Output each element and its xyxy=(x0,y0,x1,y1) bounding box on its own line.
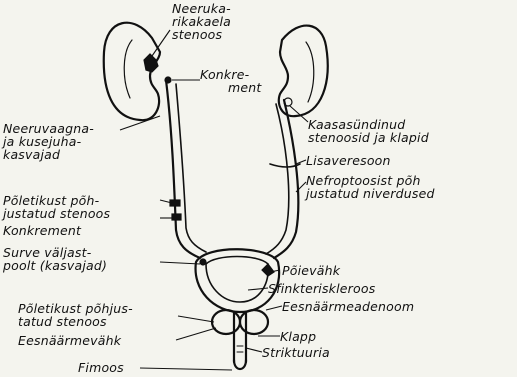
leader-lisaveresoon xyxy=(296,160,306,164)
prostate-right-lobe xyxy=(240,310,268,334)
leader-eesnaarmevahk xyxy=(176,328,216,340)
label-eesnaarmevahk: Eesnäärmevähk xyxy=(18,334,121,347)
right-kidney-inner xyxy=(306,42,314,102)
left-kidney-inner xyxy=(124,40,132,98)
leader-surve xyxy=(160,262,200,264)
leader-eesnaarmeadenoom xyxy=(266,306,282,310)
label-poletikust-stenoos-upper: Põletikust põh- justatud stenoos xyxy=(3,194,110,220)
label-eesnaarmeadenoom: Eesnäärmeadenoom xyxy=(282,300,414,313)
label-nefroptoosist: Nefroptoosist põh justatud niverdused xyxy=(306,174,435,200)
label-konkrement-top: Konkre- ment xyxy=(200,68,262,94)
urethra-lines xyxy=(237,346,243,352)
stenosis-marker-left xyxy=(144,54,158,72)
right-kidney xyxy=(279,26,328,117)
label-surve-valjast: Surve väljast- poolt (kasvajad) xyxy=(3,246,107,272)
prostate-left-lobe xyxy=(212,310,240,334)
leader-fimoos xyxy=(140,368,232,370)
label-konkrement-mid: Konkrement xyxy=(3,224,81,237)
label-klapp: Klapp xyxy=(280,330,316,343)
external-compression-marker xyxy=(200,259,206,265)
leader-sfinkter xyxy=(248,288,268,290)
label-neeruvaagna-kasvajad: Neeruvaagna- ja kusejuha- kasvajad xyxy=(3,122,94,161)
label-poletikust-stenoos-lower: Põletikust põhjus- tatud stenoos xyxy=(18,302,133,328)
leader-poletikust-lower xyxy=(178,316,214,322)
label-neerukarikakaela-stenoos: Neeruka- rikakaela stenoos xyxy=(172,2,231,41)
calculus-marker-top xyxy=(165,77,171,83)
label-lisaveresoon: Lisaveresoon xyxy=(306,154,391,167)
right-ureter xyxy=(274,100,298,258)
left-ureter-inner xyxy=(176,84,206,252)
label-striktuuria: Striktuuria xyxy=(262,346,330,359)
label-sfinkteriskleroos: Sfinkteriskleroos xyxy=(268,282,375,295)
right-ureter-inner xyxy=(266,104,289,254)
label-kaasasundinud-stenoosid: Kaasasündinud stenoosid ja klapid xyxy=(308,118,429,144)
urethra-tip xyxy=(234,360,246,369)
calculus-band xyxy=(172,214,181,220)
leader-neeruvaagna xyxy=(120,116,160,130)
label-fimoos: Fimoos xyxy=(78,361,124,374)
bladder-tumor-marker xyxy=(262,264,274,276)
leader-striktuuria xyxy=(246,348,262,352)
bladder-inner xyxy=(206,257,268,303)
label-poievahk: Põievähk xyxy=(282,264,340,277)
